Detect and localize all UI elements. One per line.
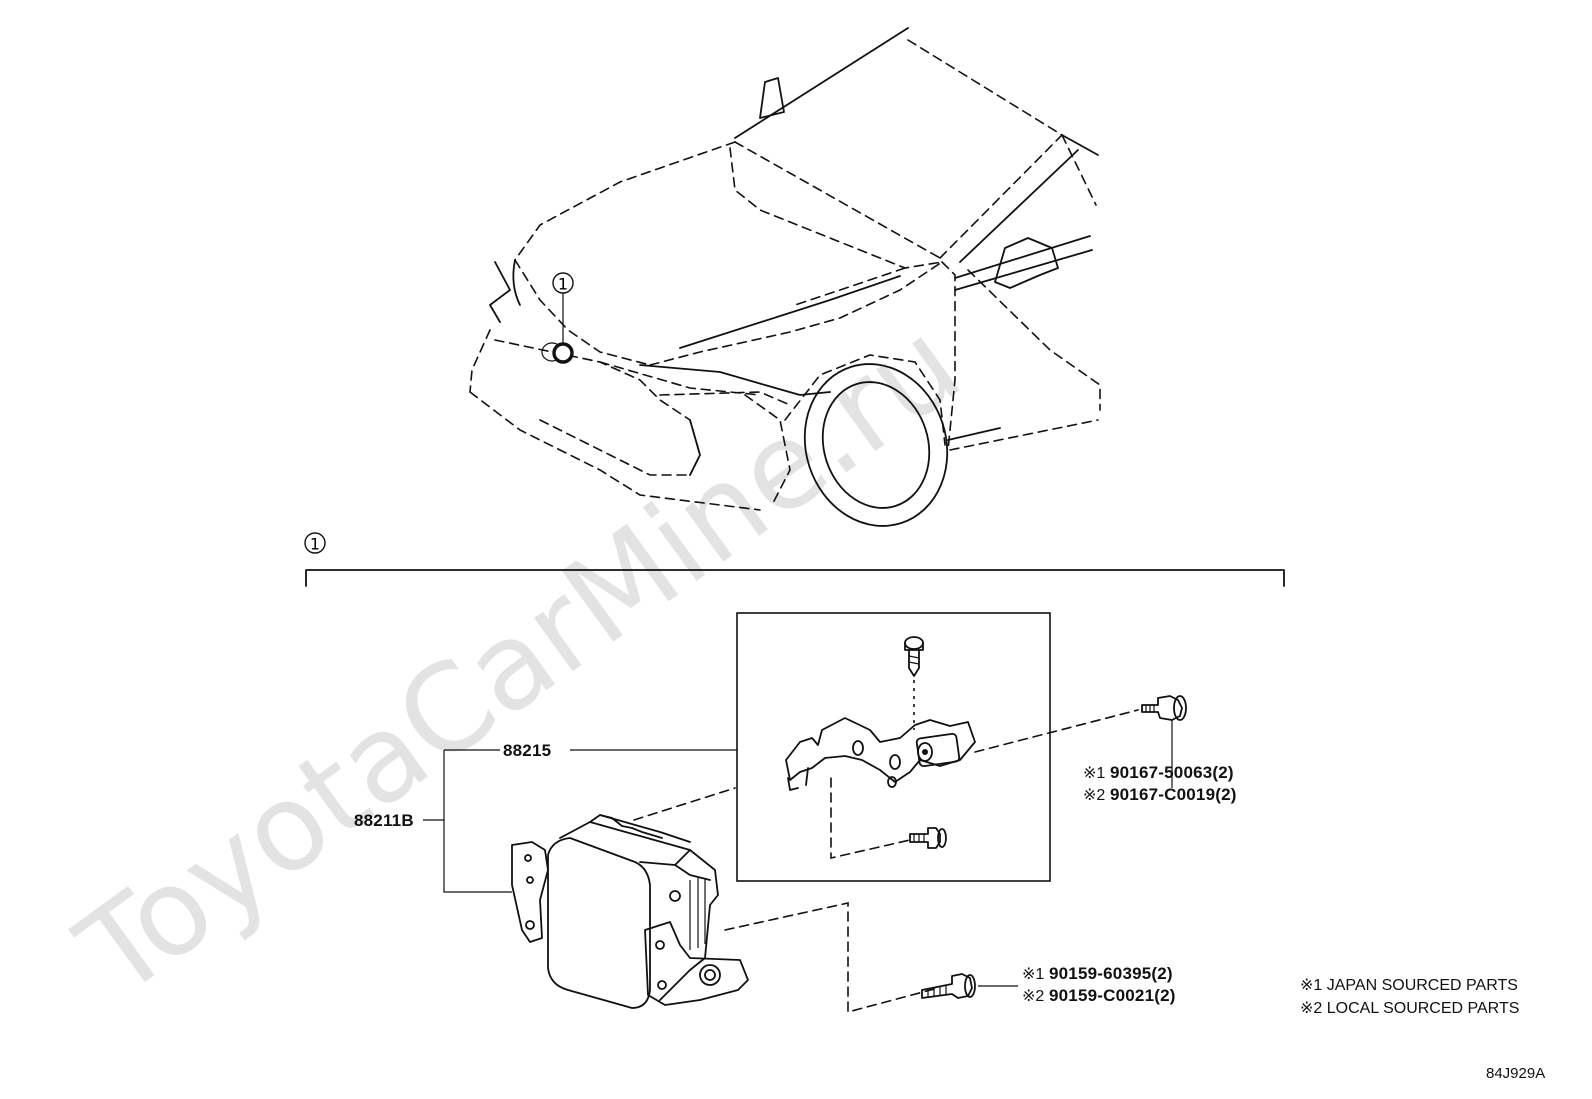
label-bolt-lower[interactable]: ※1 90159-60395(2) ※2 90159-C0021(2) [1022, 964, 1176, 1005]
drawing-code: 84J929A [1486, 1065, 1545, 1082]
svg-text:1: 1 [310, 535, 320, 554]
bracket-screw-top[interactable] [904, 636, 924, 677]
svg-text:90159-60395(2): 90159-60395(2) [1049, 964, 1173, 983]
bracket-screw-lower[interactable] [909, 827, 947, 849]
radar-bracket[interactable] [785, 717, 976, 791]
assembly-1: 1 [304, 532, 1285, 587]
bolt-upper-right[interactable] [1141, 695, 1187, 721]
svg-text:90167-50063(2): 90167-50063(2) [1110, 763, 1234, 782]
svg-text:※2: ※2 [1083, 787, 1105, 804]
svg-text:1: 1 [558, 275, 568, 294]
svg-text:※2 LOCAL SOURCED PARTS: ※2 LOCAL SOURCED PARTS [1300, 1000, 1519, 1017]
watermark: ToyotaCarMine.ru [55, 295, 986, 1024]
svg-text:90167-C0019(2): 90167-C0019(2) [1110, 785, 1237, 804]
vehicle-outline [469, 27, 1101, 527]
svg-text:※1 JAPAN SOURCED PARTS: ※1 JAPAN SOURCED PARTS [1300, 977, 1518, 994]
svg-text:90159-C0021(2): 90159-C0021(2) [1049, 986, 1176, 1005]
radar-sensor[interactable] [511, 814, 749, 1009]
label-88215[interactable]: 88215 [503, 741, 551, 760]
svg-text:※1: ※1 [1083, 765, 1105, 782]
svg-text:※2: ※2 [1022, 988, 1044, 1005]
label-bolt-upper[interactable]: ※1 90167-50063(2) ※2 90167-C0019(2) [1083, 763, 1237, 804]
svg-text:※1: ※1 [1022, 966, 1044, 983]
bolt-lower[interactable] [921, 973, 976, 999]
detail-box [736, 612, 1051, 882]
legend: ※1 JAPAN SOURCED PARTS ※2 LOCAL SOURCED … [1300, 977, 1519, 1017]
callout-1[interactable]: 1 [552, 272, 574, 294]
label-88211b[interactable]: 88211B [354, 811, 414, 830]
